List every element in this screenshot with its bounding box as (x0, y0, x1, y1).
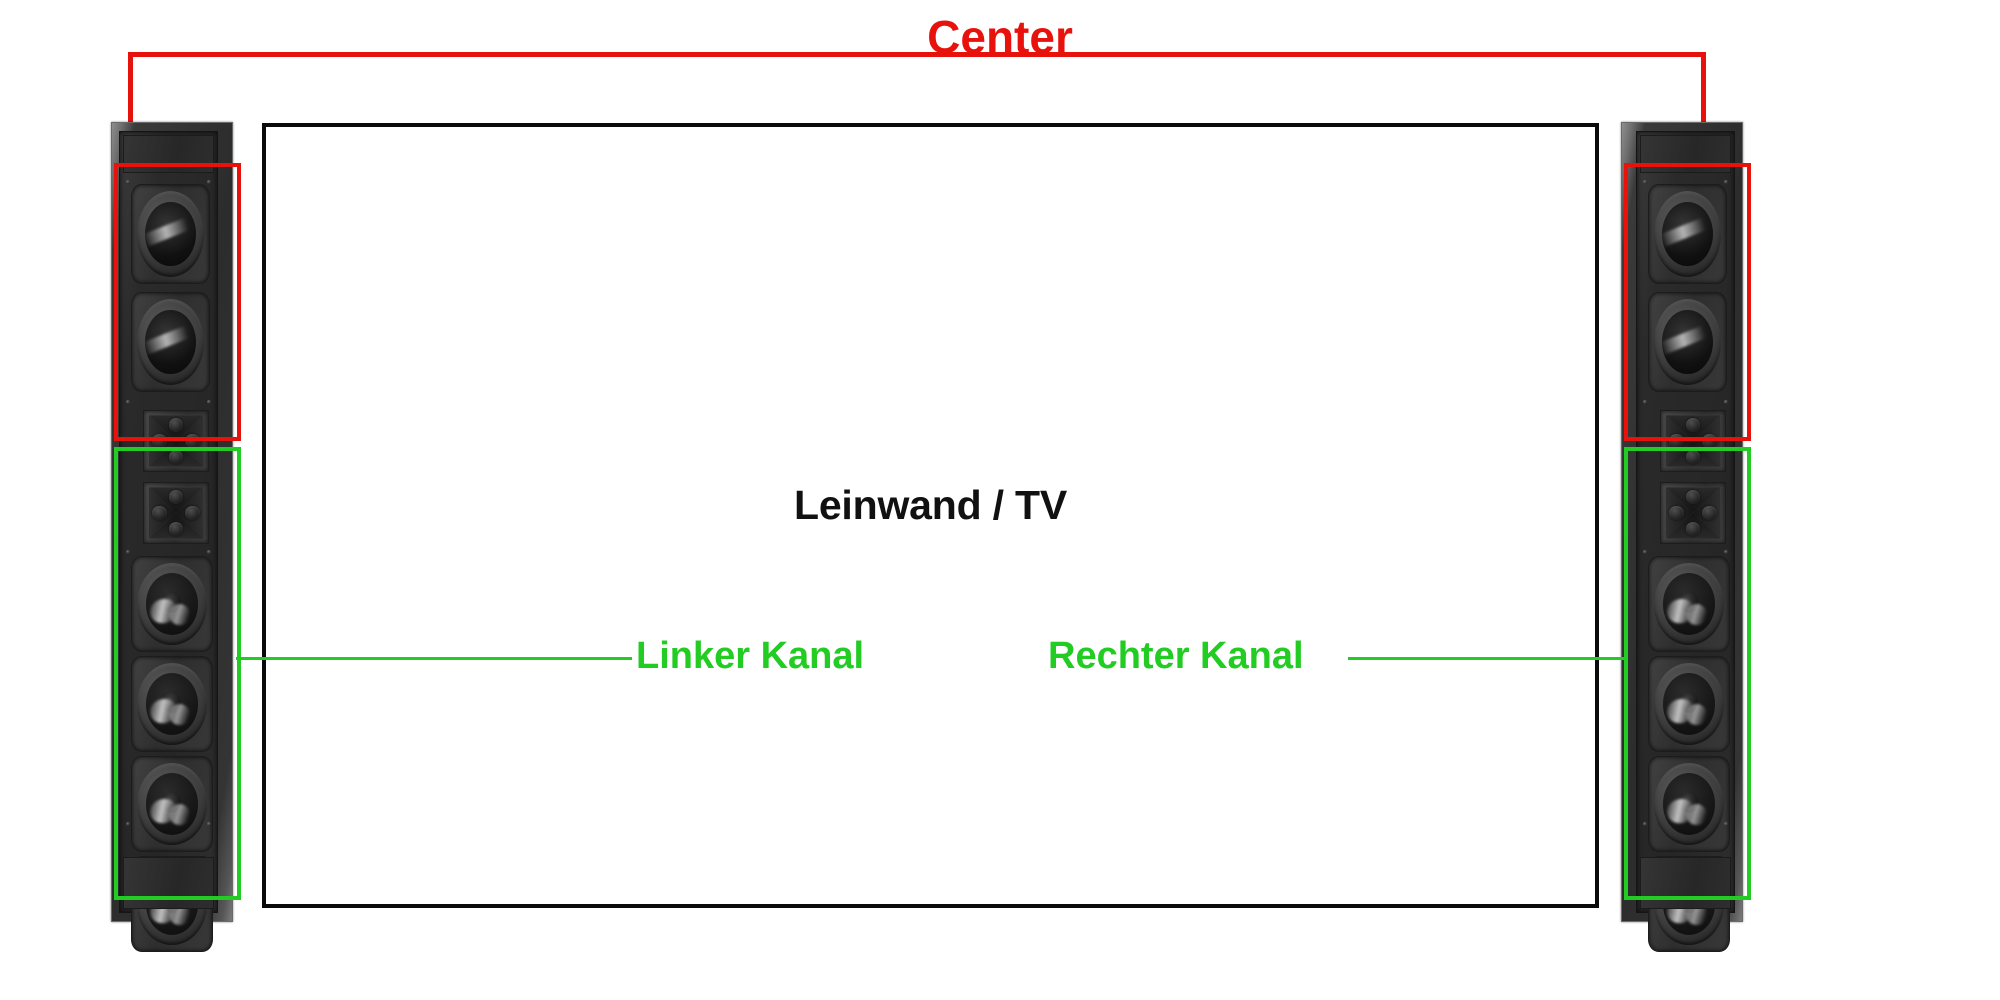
right-speaker-center-driver-1 (1648, 184, 1727, 284)
right-speaker-baffle (1636, 131, 1735, 952)
center-bracket-right-drop (1701, 52, 1706, 170)
right-speaker[interactable] (1621, 122, 1743, 952)
left-center-region-box (114, 163, 241, 441)
right-channel-leader-line (1348, 657, 1628, 660)
right-channel-region-box (1624, 447, 1751, 900)
left-speaker-channel-driver-3 (131, 756, 213, 852)
right-speaker-channel-driver-1 (1648, 556, 1730, 652)
screen-label: Leinwand / TV (793, 482, 1068, 528)
left-channel-region-box (114, 447, 241, 900)
left-speaker-channel-driver-1 (131, 556, 213, 652)
left-channel-label: Linker Kanal (636, 635, 865, 677)
right-speaker-channel-driver-3 (1648, 756, 1730, 852)
right-channel-label: Rechter Kanal (1048, 635, 1304, 677)
left-speaker-channel-tweeter-array (143, 482, 209, 544)
right-center-region-box (1624, 163, 1751, 441)
left-speaker-center-driver-1 (131, 184, 210, 284)
right-speaker-bottom-plate (1640, 857, 1731, 909)
left-channel-leader-line (236, 657, 632, 660)
left-speaker[interactable] (111, 122, 233, 952)
left-speaker-baffle (119, 131, 218, 952)
left-speaker-bottom-plate (123, 857, 214, 909)
right-speaker-channel-driver-2 (1648, 656, 1730, 752)
left-speaker-channel-driver-2 (131, 656, 213, 752)
right-speaker-center-driver-2 (1648, 292, 1727, 392)
center-bracket-left-drop (128, 52, 133, 170)
left-speaker-center-driver-2 (131, 292, 210, 392)
center-bracket-top-line (128, 52, 1706, 57)
right-speaker-channel-tweeter-array (1660, 482, 1726, 544)
projection-screen: Leinwand / TV (262, 123, 1599, 908)
